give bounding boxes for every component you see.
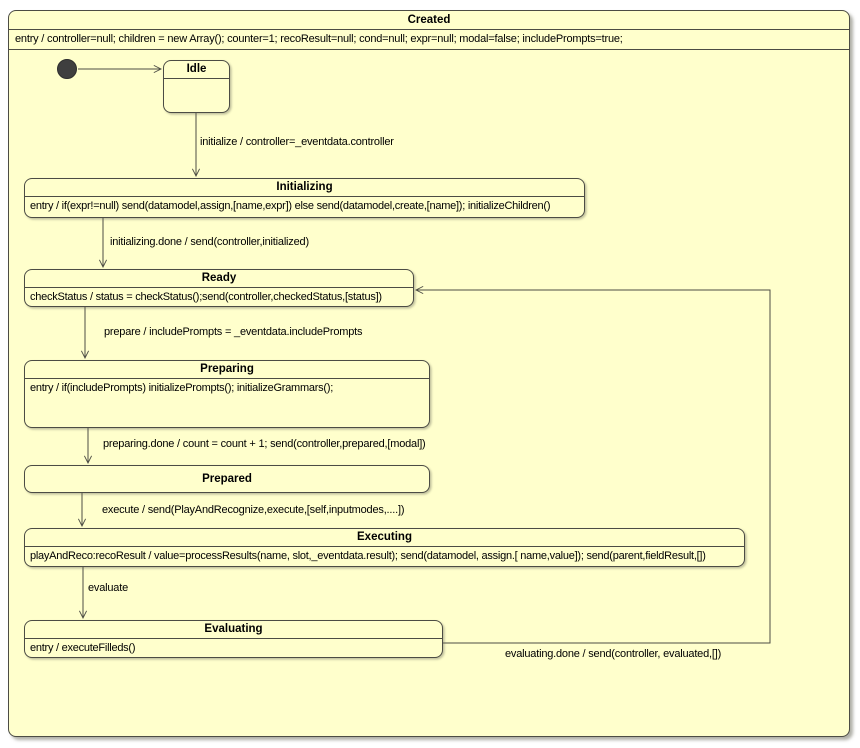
- state-preparing-title: Preparing: [25, 361, 429, 379]
- state-executing-body: playAndReco:recoResult / value=processRe…: [30, 550, 706, 562]
- state-executing-title: Executing: [25, 529, 744, 547]
- state-idle-body: [164, 79, 229, 112]
- transition-label-prepare: prepare / includePrompts = _eventdata.in…: [104, 326, 363, 338]
- state-ready-body: checkStatus / status = checkStatus();sen…: [30, 291, 382, 303]
- transition-label-execute: execute / send(PlayAndRecognize,execute,…: [102, 504, 405, 516]
- state-executing: Executing playAndReco:recoResult / value…: [24, 528, 745, 567]
- state-preparing: Preparing entry / if(includePrompts) ini…: [24, 360, 430, 428]
- transition-label-preparing-done: preparing.done / count = count + 1; send…: [103, 438, 426, 450]
- state-prepared: Prepared: [24, 465, 430, 493]
- state-prepared-title: Prepared: [202, 472, 252, 485]
- state-initializing: Initializing entry / if(expr!=null) send…: [24, 178, 585, 218]
- transition-label-initialize: initialize / controller=_eventdata.contr…: [200, 136, 394, 148]
- transition-label-initializing-done: initializing.done / send(controller,init…: [110, 236, 309, 248]
- state-ready: Ready checkStatus / status = checkStatus…: [24, 269, 414, 307]
- transition-label-evaluating-done: evaluating.done / send(controller, evalu…: [505, 648, 722, 660]
- state-preparing-body: entry / if(includePrompts) initializePro…: [30, 382, 334, 394]
- state-idle-title: Idle: [164, 61, 229, 79]
- state-initializing-title: Initializing: [25, 179, 584, 197]
- initial-state-node: [57, 59, 77, 79]
- state-created-title: Created: [9, 11, 849, 30]
- state-evaluating: Evaluating entry / executeFilleds(): [24, 620, 443, 658]
- transition-label-evaluate: evaluate: [88, 582, 128, 594]
- state-idle: Idle: [163, 60, 230, 113]
- state-evaluating-body: entry / executeFilleds(): [30, 642, 136, 654]
- state-ready-title: Ready: [25, 270, 413, 288]
- state-evaluating-title: Evaluating: [25, 621, 442, 639]
- state-created-entry-action: entry / controller=null; children = new …: [9, 30, 849, 50]
- state-initializing-body: entry / if(expr!=null) send(datamodel,as…: [30, 200, 551, 212]
